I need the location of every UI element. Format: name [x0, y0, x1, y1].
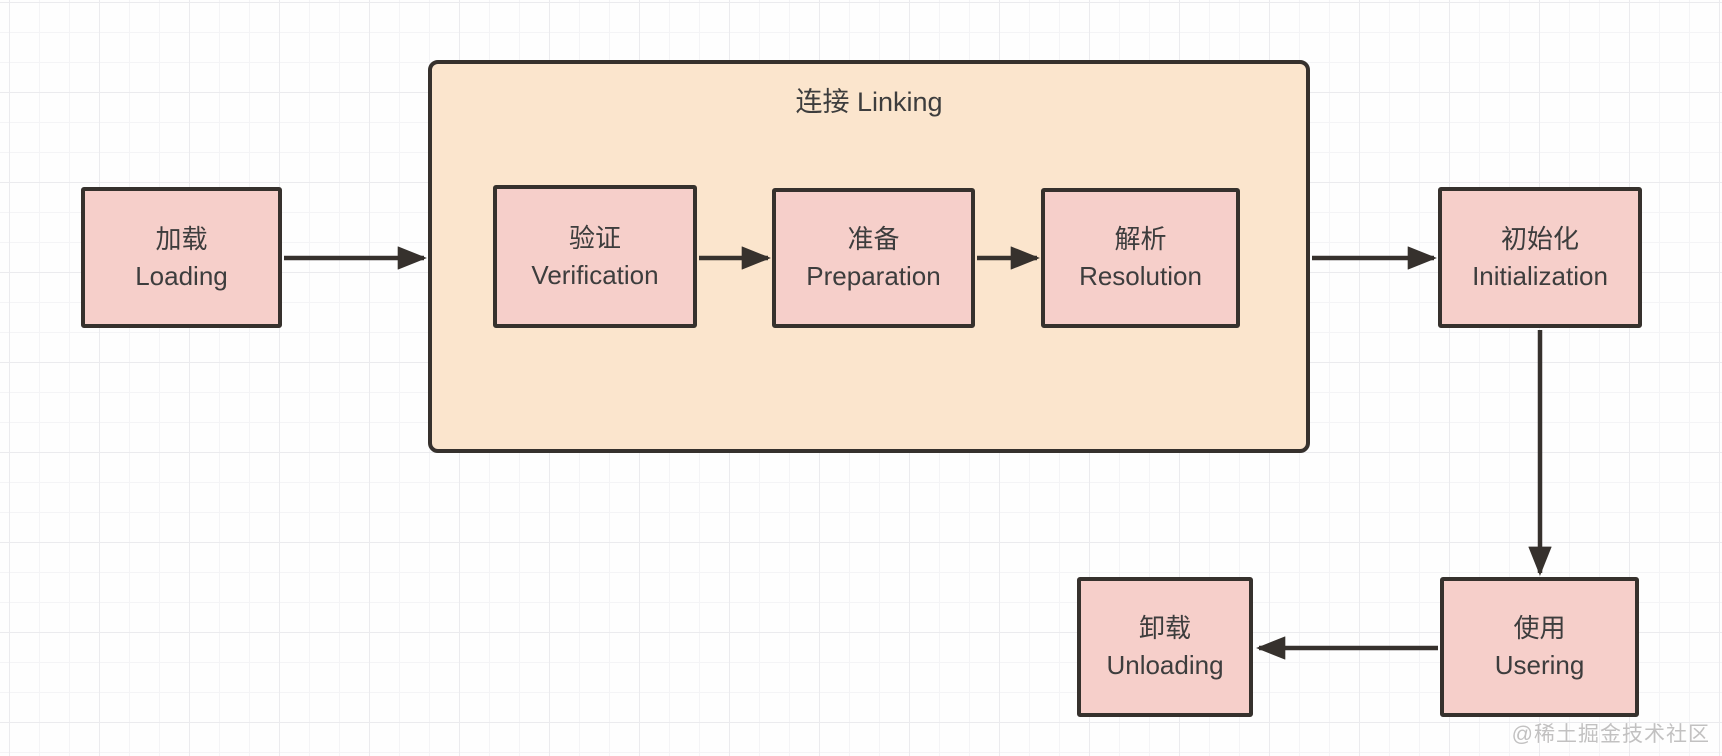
node-preparation-label-en: Preparation: [806, 261, 941, 291]
node-verification-label-en: Verification: [531, 259, 659, 290]
node-verification: 验证 Verification: [493, 185, 697, 328]
node-resolution-label-en: Resolution: [1079, 261, 1202, 291]
node-preparation: 准备 Preparation: [772, 188, 975, 328]
node-resolution: 解析 Resolution: [1041, 188, 1240, 328]
node-resolution-label-zh: 解析: [1114, 224, 1167, 255]
node-preparation-label-zh: 准备: [847, 224, 900, 255]
node-unloading-label-zh: 卸载: [1138, 613, 1191, 644]
node-initialization: 初始化 Initialization: [1438, 187, 1642, 328]
node-usering-label-zh: 使用: [1513, 613, 1566, 644]
node-initialization-label-zh: 初始化: [1500, 223, 1579, 254]
group-linking-title: 连接 Linking: [795, 87, 943, 117]
node-loading-label-zh: 加载: [155, 223, 208, 254]
watermark-text: @稀土掘金技术社区: [1511, 723, 1710, 746]
node-usering-label-en: Usering: [1494, 650, 1585, 680]
node-verification-label-zh: 验证: [568, 222, 621, 253]
node-usering: 使用 Usering: [1440, 577, 1639, 717]
node-unloading: 卸载 Unloading: [1077, 577, 1253, 717]
node-unloading-label-en: Unloading: [1106, 650, 1224, 680]
node-initialization-label-en: Initialization: [1472, 260, 1608, 291]
node-loading-label-en: Loading: [135, 260, 228, 291]
node-loading: 加载 Loading: [81, 187, 282, 328]
